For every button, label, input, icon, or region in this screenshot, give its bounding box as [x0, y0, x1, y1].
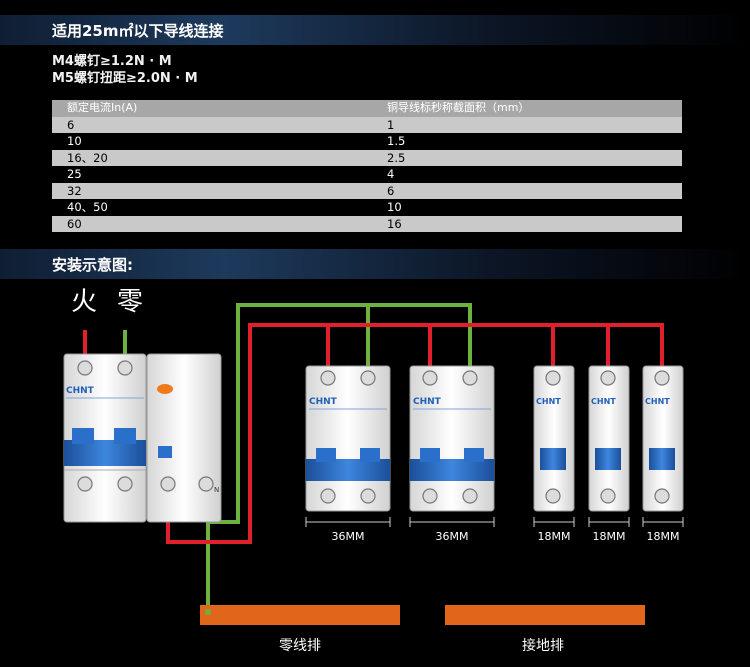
- table-header-row: 额定电流In(A) 铜导线标秒称截面积（mm）: [52, 100, 682, 117]
- width-label: 18MM: [647, 530, 680, 543]
- table-cell-cross-section: 2.5: [387, 150, 406, 165]
- brand-logo: CHNT: [645, 397, 670, 406]
- table-row: 6 1: [52, 116, 682, 133]
- test-button: [158, 446, 172, 458]
- table-header-cross-section: 铜导线标秒称截面积（mm）: [387, 101, 530, 114]
- brand-logo: CHNT: [413, 397, 442, 407]
- main-breaker: CHNT: [63, 353, 147, 523]
- branch-breaker-1p: CHNT: [642, 365, 684, 512]
- brand-logo: CHNT: [591, 397, 616, 406]
- brand-logo: CHNT: [536, 397, 561, 406]
- table-cell-cross-section: 1.5: [387, 134, 406, 148]
- table-cell-current: 25: [67, 167, 82, 181]
- width-label: 36MM: [332, 530, 365, 543]
- table-header-current: 额定电流In(A): [67, 101, 138, 114]
- brand-logo: CHNT: [309, 397, 338, 407]
- n-terminal-label: N: [214, 486, 219, 494]
- table-cell-cross-section: 4: [387, 167, 395, 181]
- width-label: 36MM: [436, 530, 469, 543]
- branch-breaker-1p: CHNT: [533, 365, 575, 512]
- live-distribution-wire: [166, 323, 664, 544]
- width-dimension-lines: [305, 517, 684, 527]
- ground-busbar-label: 接地排: [522, 637, 564, 654]
- branch-breaker-1p: CHNT: [588, 365, 630, 512]
- table-cell-current: 6: [67, 117, 75, 132]
- branch-breaker-2p: CHNT: [409, 365, 495, 512]
- brand-logo: CHNT: [66, 386, 95, 396]
- indicator-light: [157, 384, 173, 394]
- breaker-handle: [649, 448, 675, 470]
- neutral-busbar-label: 零线排: [279, 638, 321, 654]
- breaker-handle: [410, 459, 494, 481]
- width-label: 18MM: [593, 530, 626, 543]
- width-label: 18MM: [538, 530, 571, 543]
- breaker-handle: [540, 448, 566, 470]
- table-row: 10 1.5: [52, 133, 682, 150]
- leakage-module: N: [146, 353, 222, 523]
- table-cell-cross-section: 10: [387, 200, 402, 214]
- branch-breaker-2p: CHNT: [305, 365, 391, 512]
- neutral-busbar: [200, 605, 400, 625]
- breaker-handle: [306, 459, 390, 481]
- table-cell-cross-section: 1: [387, 117, 395, 132]
- table-row: 25 4: [52, 166, 682, 183]
- install-section-title: 安装示意图:: [52, 256, 133, 274]
- m4-torque-spec: M4螺钉≥1.2N · M: [52, 54, 172, 69]
- spec-section-title: 适用25m㎡以下导线连接: [52, 22, 224, 40]
- breaker-handle: [64, 440, 146, 466]
- table-row: 60 16: [52, 215, 682, 232]
- table-row: 32 6: [52, 182, 682, 199]
- spec-section-banner: [0, 15, 750, 45]
- neutral-label: 零: [117, 287, 143, 317]
- wire-size-table: 额定电流In(A) 铜导线标秒称截面积（mm） 6 1 10 1.5 16、20…: [52, 100, 682, 232]
- table-cell-current: 10: [67, 134, 82, 148]
- breaker-handle: [595, 448, 621, 470]
- m5-torque-spec: M5螺钉扭距≥2.0N · M: [52, 71, 198, 86]
- table-row: 40、50 10: [52, 199, 682, 216]
- table-row: 16、20 2.5: [52, 149, 682, 166]
- install-section-banner: [0, 249, 750, 279]
- table-cell-cross-section: 6: [387, 183, 395, 198]
- table-cell-current: 60: [67, 216, 82, 231]
- table-cell-current: 16、20: [67, 150, 108, 165]
- live-label: 火: [71, 287, 97, 317]
- table-cell-current: 32: [67, 183, 82, 198]
- ground-busbar: [445, 605, 645, 625]
- table-cell-cross-section: 16: [387, 216, 402, 231]
- table-cell-current: 40、50: [67, 200, 108, 214]
